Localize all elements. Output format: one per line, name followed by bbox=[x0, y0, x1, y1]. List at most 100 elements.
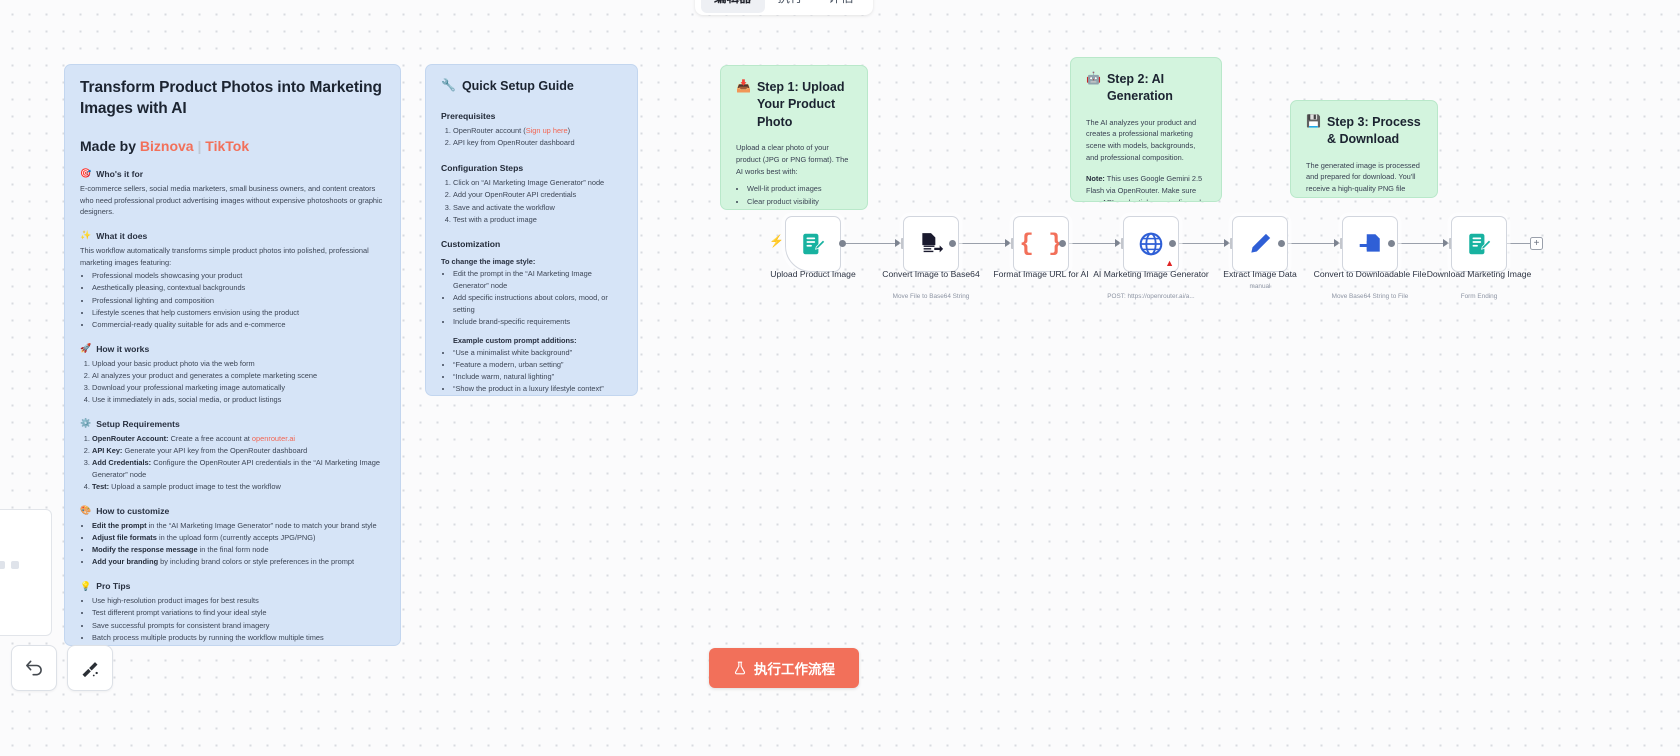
gear-icon: ⚙️ bbox=[80, 418, 92, 429]
list-item: Add Credentials: Configure the OpenRoute… bbox=[92, 457, 385, 480]
item-bold: Edit the prompt bbox=[92, 520, 147, 530]
list-item: Use high-resolution product images for b… bbox=[92, 595, 385, 607]
item-bold: Modify the response message bbox=[92, 545, 198, 555]
item-bold: Test: bbox=[92, 482, 110, 492]
target-icon: 🎯 bbox=[80, 168, 92, 179]
list-item: Add your branding by including brand col… bbox=[92, 556, 385, 568]
file-convert-icon bbox=[922, 233, 944, 253]
step3-title: Step 3: Process & Download bbox=[1326, 115, 1421, 147]
execute-workflow-label: 执行工作流程 bbox=[754, 662, 835, 677]
guide-heading-customization: Customization bbox=[441, 239, 501, 250]
list-item: Edit the prompt in the “AI Marketing Ima… bbox=[92, 520, 385, 532]
heading-text: Who's it for bbox=[96, 168, 144, 179]
sticky-note-quick-setup-guide[interactable]: 🔧 Quick Setup Guide Prerequisites OpenRo… bbox=[425, 64, 638, 396]
list-item: Include brand-specific requirements bbox=[453, 316, 622, 328]
item-tail: ) bbox=[567, 126, 571, 136]
tidy-up-button[interactable] bbox=[67, 645, 113, 691]
input-bar-7 bbox=[1449, 238, 1452, 249]
setup-requirements-list: OpenRouter Account: Create a free accoun… bbox=[92, 433, 385, 493]
guide-title: Quick Setup Guide bbox=[461, 79, 574, 93]
list-item: “Include warm, natural lighting” bbox=[453, 371, 622, 383]
input-arrow-5 bbox=[1224, 239, 1230, 247]
step2-note-text: This uses Google Gemini 2.5 Flash via Op… bbox=[1086, 174, 1203, 201]
output-dot-6[interactable] bbox=[1388, 240, 1395, 247]
what-it-does-paragraph: This workflow automatically transforms s… bbox=[80, 245, 369, 267]
item-text: in the upload form (currently accepts JP… bbox=[156, 533, 316, 543]
output-dot-2[interactable] bbox=[949, 240, 956, 247]
step1-body: Upload a clear photo of your product (JP… bbox=[736, 142, 852, 209]
minimap-block-3 bbox=[11, 561, 19, 569]
execute-workflow-button[interactable]: 执行工作流程 bbox=[709, 648, 859, 688]
input-arrow-4 bbox=[1115, 239, 1121, 247]
item-text: in the “AI Marketing Image Generator” no… bbox=[146, 520, 377, 530]
output-dot-5[interactable] bbox=[1278, 240, 1285, 247]
add-node-button[interactable]: + bbox=[1530, 237, 1543, 250]
author-tiktok[interactable]: TikTok bbox=[205, 138, 250, 155]
list-item: Test different prompt variations to find… bbox=[92, 607, 385, 619]
customization-list: Edit the prompt in the “AI Marketing Ima… bbox=[453, 268, 622, 327]
minimap-block-2 bbox=[0, 561, 5, 569]
input-bar-3 bbox=[1011, 238, 1014, 249]
output-dot-4[interactable] bbox=[1169, 240, 1176, 247]
list-item: Download your professional marketing ima… bbox=[92, 382, 385, 394]
node-format-image-url-for-ai[interactable]: { } bbox=[1013, 216, 1069, 272]
tab-editor[interactable]: 编辑器 bbox=[701, 0, 765, 13]
input-arrow-6 bbox=[1334, 239, 1340, 247]
section-heading-what-it-does: ✨ What it does bbox=[80, 231, 385, 241]
sign-up-here-link[interactable]: Sign up here bbox=[525, 126, 568, 136]
list-item: “Use a minimalist white background” bbox=[453, 347, 622, 359]
step3-body: The generated image is processed and pre… bbox=[1306, 160, 1420, 198]
author-biznova[interactable]: Biznova bbox=[139, 138, 194, 155]
list-item: API key from OpenRouter dashboard bbox=[453, 137, 622, 149]
list-item: Clear product visibility bbox=[747, 196, 852, 208]
example-prompt-heading: Example custom prompt additions: bbox=[453, 335, 577, 345]
tab-evaluations[interactable]: 评估 bbox=[816, 0, 867, 13]
item-bold: Adjust file formats bbox=[92, 533, 157, 543]
node-upload-product-image[interactable] bbox=[785, 216, 841, 272]
list-item: Adjust file formats in the upload form (… bbox=[92, 532, 385, 544]
step1-title: Step 1: Upload Your Product Photo bbox=[756, 80, 845, 129]
openrouter-link[interactable]: openrouter.ai bbox=[251, 433, 296, 443]
node-convert-image-to-base64[interactable] bbox=[903, 216, 959, 272]
item-bold: OpenRouter Account: bbox=[92, 433, 169, 443]
warning-triangle-icon[interactable]: ▲ bbox=[1165, 258, 1174, 268]
tab-executions[interactable]: 执行 bbox=[765, 0, 816, 13]
list-item: Lifestyle scenes that help customers env… bbox=[92, 307, 385, 319]
connector-2 bbox=[953, 243, 1013, 245]
list-item: Commercial-ready quality suitable for ad… bbox=[92, 319, 385, 331]
node-subtitle-convert-to-downloadable-file: Move Base64 String to File bbox=[1331, 293, 1409, 300]
connector-5 bbox=[1281, 243, 1342, 245]
section-heading-whos-it-for: 🎯 Who's it for bbox=[80, 169, 385, 179]
node-download-marketing-image[interactable] bbox=[1451, 216, 1507, 272]
sticky-note-step-3[interactable]: 💾 Step 3: Process & Download The generat… bbox=[1290, 100, 1438, 198]
item-text: Configure the OpenRouter API credentials… bbox=[92, 458, 380, 480]
lightbulb-icon: 💡 bbox=[80, 580, 92, 591]
palette-icon: 🎨 bbox=[80, 505, 92, 516]
sticky-note-step-2[interactable]: 🤖 Step 2: AI Generation The AI analyzes … bbox=[1070, 57, 1222, 202]
input-arrow-7 bbox=[1443, 239, 1449, 247]
list-item: Save and activate the workflow bbox=[453, 202, 622, 214]
step1-list: Well-lit product images Clear product vi… bbox=[747, 183, 852, 209]
section-heading-setup-requirements: ⚙️ Setup Requirements bbox=[80, 419, 385, 429]
output-dot-1[interactable] bbox=[839, 240, 846, 247]
whos-it-for-paragraph: E-commerce sellers, social media markete… bbox=[80, 183, 383, 217]
output-dot-3[interactable] bbox=[1059, 240, 1066, 247]
list-item: Professional lighting and composition bbox=[92, 295, 385, 307]
undo-button[interactable] bbox=[11, 645, 57, 691]
minimap[interactable] bbox=[0, 509, 52, 636]
list-item: Test: Upload a sample product image to t… bbox=[92, 481, 385, 493]
sparkles-icon: ✨ bbox=[80, 230, 92, 241]
step3-title-row: 💾 Step 3: Process & Download bbox=[1306, 114, 1422, 149]
item-text: by including brand colors or style prefe… bbox=[158, 557, 355, 567]
item-text: Create a free account at bbox=[168, 433, 252, 443]
list-item: AI analyzes your product and generates a… bbox=[92, 370, 385, 382]
sticky-note-overview[interactable]: Transform Product Photos into Marketing … bbox=[64, 64, 401, 646]
step2-body-text: The AI analyzes your product and creates… bbox=[1086, 117, 1197, 163]
list-item: OpenRouter Account: Create a free accoun… bbox=[92, 433, 385, 445]
sticky-note-step-1[interactable]: 📥 Step 1: Upload Your Product Photo Uplo… bbox=[720, 65, 868, 210]
item-bold: API Key: bbox=[92, 446, 123, 456]
list-item: Modify the response message in the final… bbox=[92, 544, 385, 556]
heading-text: How to customize bbox=[96, 505, 170, 516]
list-item: Upload your basic product photo via the … bbox=[92, 358, 385, 370]
